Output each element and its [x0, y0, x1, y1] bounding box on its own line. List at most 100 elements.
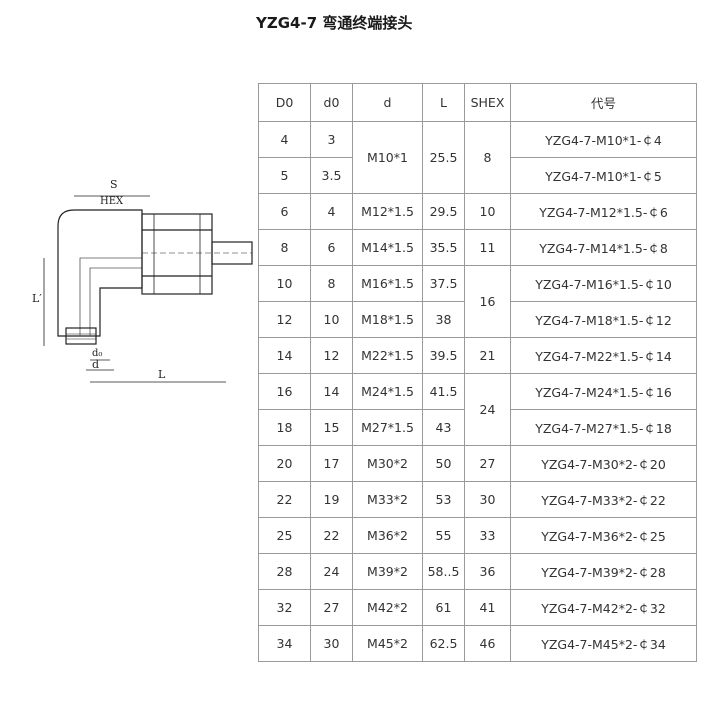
table-row: 16 14 M24*1.5 41.5 24 YZG4-7-M24*1.5-￠16: [258, 373, 697, 446]
cell-d0: 10: [310, 301, 353, 338]
fitting-drawing: S HEX L′ d₀ d L: [32, 178, 253, 383]
cell-SHEX: 27: [464, 445, 511, 482]
cell-D0: 14: [258, 337, 311, 374]
cell-d: M30*2: [352, 445, 423, 482]
cell-SHEX: 10: [464, 193, 511, 230]
table-row: 32 27 M42*2 61 41 YZG4-7-M42*2-￠32: [258, 589, 697, 626]
cell-D0: 5: [258, 157, 311, 194]
cell-d: M42*2: [352, 589, 423, 626]
cell-L: 38: [422, 301, 465, 338]
label-s: S: [110, 178, 118, 191]
cell-L: 53: [422, 481, 465, 518]
cell-code: YZG4-7-M45*2-￠34: [510, 625, 697, 662]
bore-line: [89, 267, 142, 336]
label-d: d: [92, 358, 99, 371]
cell-D0: 28: [258, 553, 311, 590]
cell-d0: 8: [310, 265, 353, 302]
table-row: 34 30 M45*2 62.5 46 YZG4-7-M45*2-￠34: [258, 625, 697, 662]
table-row: 28 24 M39*2 58..5 36 YZG4-7-M39*2-￠28: [258, 553, 697, 590]
cell-code: YZG4-7-M14*1.5-￠8: [510, 229, 697, 266]
cell-d0: 17: [310, 445, 353, 482]
cell-SHEX: 11: [464, 229, 511, 266]
table-header-row: D0 d0 d L SHEX 代号: [258, 83, 697, 122]
cell-d0: 3.5: [310, 157, 353, 194]
cell-d0: 27: [310, 589, 353, 626]
cell-L: 41.5: [422, 373, 465, 410]
cell-d: M12*1.5: [352, 193, 423, 230]
cell-D0: 18: [258, 409, 311, 446]
cell-d: M14*1.5: [352, 229, 423, 266]
cell-code: YZG4-7-M39*2-￠28: [510, 553, 697, 590]
cell-d0: 19: [310, 481, 353, 518]
cell-L: 39.5: [422, 337, 465, 374]
label-l-prime: L′: [32, 292, 42, 305]
bore-line: [79, 257, 142, 336]
cell-L: 61: [422, 589, 465, 626]
elbow-outline: [57, 209, 143, 337]
cell-SHEX: 16: [464, 265, 511, 338]
table-row: 22 19 M33*2 53 30 YZG4-7-M33*2-￠22: [258, 481, 697, 518]
cell-d0: 4: [310, 193, 353, 230]
cell-SHEX: 33: [464, 517, 511, 554]
cell-d0: 22: [310, 517, 353, 554]
label-d0: d₀: [92, 348, 102, 359]
cell-d: M27*1.5: [352, 409, 423, 446]
table-row: 20 17 M30*2 50 27 YZG4-7-M30*2-￠20: [258, 445, 697, 482]
cell-d0: 24: [310, 553, 353, 590]
cell-code: YZG4-7-M24*1.5-￠16: [510, 373, 697, 410]
cell-SHEX: 30: [464, 481, 511, 518]
header-d0: d0: [310, 83, 353, 122]
page-title: YZG4-7 弯通终端接头: [256, 14, 413, 32]
hex-nut: [141, 213, 213, 295]
cell-code: YZG4-7-M16*1.5-￠10: [510, 265, 697, 302]
cell-d0: 6: [310, 229, 353, 266]
cell-code: YZG4-7-M36*2-￠25: [510, 517, 697, 554]
cell-d0: 15: [310, 409, 353, 446]
cell-SHEX: 24: [464, 373, 511, 446]
cell-SHEX: 46: [464, 625, 511, 662]
cell-D0: 6: [258, 193, 311, 230]
cell-SHEX: 21: [464, 337, 511, 374]
cell-d0: 12: [310, 337, 353, 374]
header-shex: SHEX: [464, 83, 511, 122]
cell-D0: 20: [258, 445, 311, 482]
cell-code: YZG4-7-M27*1.5-￠18: [510, 409, 697, 446]
cell-d0: 14: [310, 373, 353, 410]
cell-d: M45*2: [352, 625, 423, 662]
table-row: 10 8 M16*1.5 37.5 16 YZG4-7-M16*1.5-￠10: [258, 265, 697, 338]
cell-L: 50: [422, 445, 465, 482]
cell-D0: 10: [258, 265, 311, 302]
cell-L: 62.5: [422, 625, 465, 662]
spec-table: D0 d0 d L SHEX 代号 4 3 M10*1 25.5 8 YZG4-…: [258, 83, 697, 662]
cell-SHEX: 36: [464, 553, 511, 590]
cell-L: 35.5: [422, 229, 465, 266]
cell-code: YZG4-7-M30*2-￠20: [510, 445, 697, 482]
cell-code: YZG4-7-M12*1.5-￠6: [510, 193, 697, 230]
cell-code: YZG4-7-M18*1.5-￠12: [510, 301, 697, 338]
cell-d: M16*1.5: [352, 265, 423, 302]
cell-L: 37.5: [422, 265, 465, 302]
header-code: 代号: [510, 83, 697, 122]
cell-d: M18*1.5: [352, 301, 423, 338]
cell-code: YZG4-7-M10*1-￠4: [510, 121, 697, 158]
cell-code: YZG4-7-M10*1-￠5: [510, 157, 697, 194]
cell-D0: 8: [258, 229, 311, 266]
cell-L: 58..5: [422, 553, 465, 590]
cell-L: 29.5: [422, 193, 465, 230]
cell-L: 55: [422, 517, 465, 554]
table-row: 12 10 M18*1.5 38 YZG4-7-M18*1.5-￠12: [258, 301, 697, 338]
cell-D0: 16: [258, 373, 311, 410]
cell-d: M39*2: [352, 553, 423, 590]
cell-D0: 22: [258, 481, 311, 518]
cell-d: M24*1.5: [352, 373, 423, 410]
bottom-thread: [65, 327, 97, 345]
cell-D0: 4: [258, 121, 311, 158]
cell-d: M36*2: [352, 517, 423, 554]
cell-d: M22*1.5: [352, 337, 423, 374]
header-l: L: [422, 83, 465, 122]
cell-d0: 30: [310, 625, 353, 662]
cell-SHEX: 41: [464, 589, 511, 626]
table-row: 14 12 M22*1.5 39.5 21 YZG4-7-M22*1.5-￠14: [258, 337, 697, 374]
header-d: d: [352, 83, 423, 122]
cell-code: YZG4-7-M33*2-￠22: [510, 481, 697, 518]
